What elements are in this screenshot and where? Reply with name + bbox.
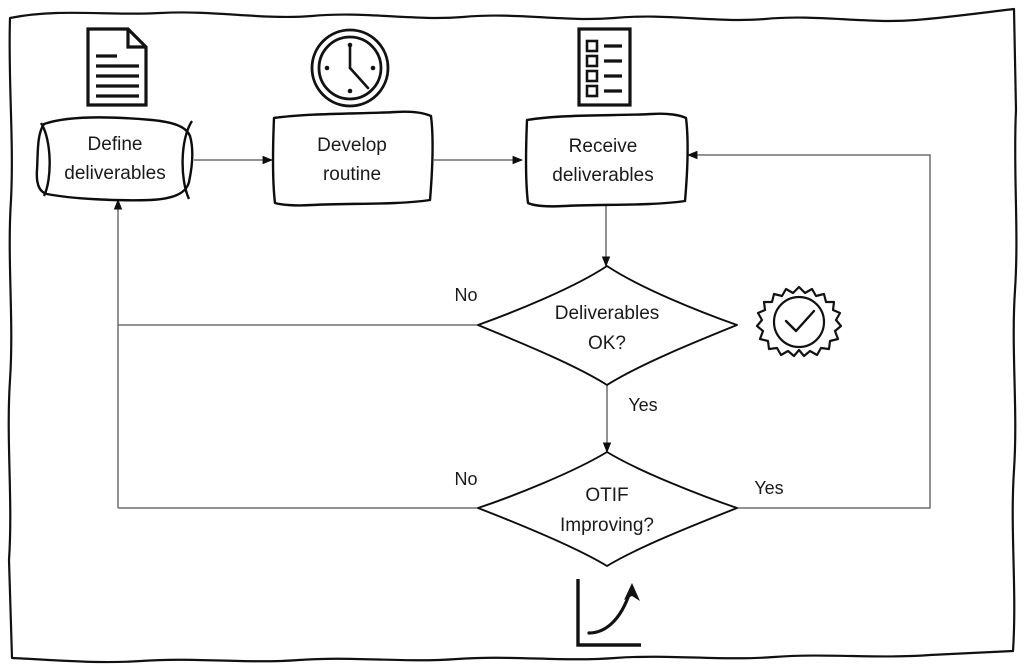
otif-improving-label-line1: OTIF <box>585 485 628 506</box>
define-deliverables-label-line1: Define <box>88 134 143 155</box>
seal-check-icon <box>755 285 843 358</box>
edge-otif-yes-loop <box>686 150 931 509</box>
clock-icon <box>310 28 390 108</box>
node-otif-improving[interactable]: OTIF Improving? <box>477 451 738 567</box>
checklist-icon <box>577 27 632 107</box>
growth-chart-icon <box>576 579 641 647</box>
node-define-deliverables[interactable]: Define deliverables <box>35 116 194 202</box>
edge-label-otif-no: No <box>454 469 477 489</box>
define-deliverables-shape <box>35 116 194 202</box>
otif-improving-label-line2: Improving? <box>560 515 654 536</box>
receive-deliverables-shape <box>524 112 689 208</box>
deliverables-ok-label-line2: OK? <box>588 333 626 354</box>
deliverables-ok-label-line1: Deliverables <box>555 303 660 324</box>
hand-drawn-frame <box>7 7 1018 664</box>
receive-deliverables-label-line1: Receive <box>569 136 638 157</box>
develop-routine-label-line2: routine <box>323 164 381 185</box>
edge-label-ok-no: No <box>454 285 477 305</box>
develop-routine-shape <box>271 110 434 207</box>
develop-routine-label-line1: Develop <box>317 135 387 156</box>
define-deliverables-curve-right <box>181 120 194 200</box>
node-develop-routine[interactable]: Develop routine <box>271 110 434 207</box>
define-deliverables-curve-left <box>39 122 51 197</box>
deliverables-ok-shape <box>477 265 738 386</box>
document-icon <box>86 27 148 107</box>
edge-label-otif-yes: Yes <box>754 478 783 498</box>
node-deliverables-ok[interactable]: Deliverables OK? <box>477 265 738 386</box>
otif-improving-shape <box>477 451 738 567</box>
edge-ok-no-loop <box>113 198 478 326</box>
define-deliverables-label-line2: deliverables <box>64 163 165 184</box>
node-receive-deliverables[interactable]: Receive deliverables <box>524 112 689 208</box>
receive-deliverables-label-line2: deliverables <box>552 165 653 186</box>
edge-label-ok-yes: Yes <box>628 395 657 415</box>
